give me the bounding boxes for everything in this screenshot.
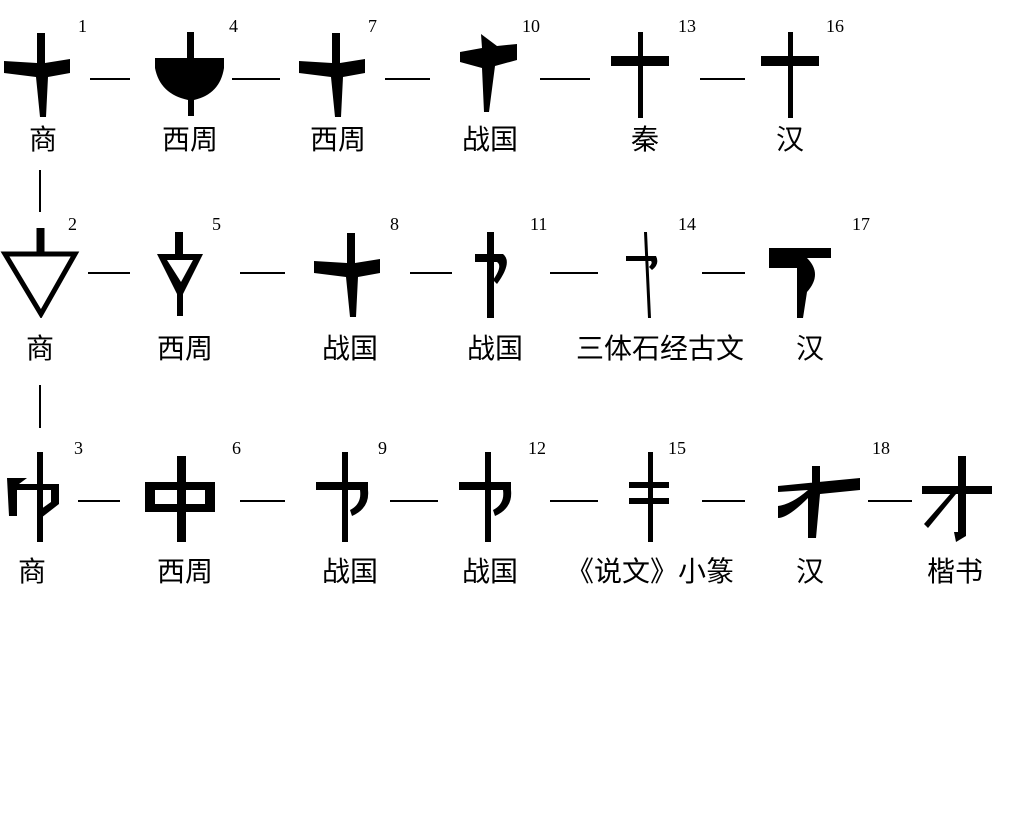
- glyph-number: 13: [678, 16, 696, 36]
- glyph-cross-spread-icon: [4, 33, 70, 117]
- glyph-seal-icon: [459, 452, 512, 542]
- glyph-cup-icon: [155, 32, 224, 116]
- glyph-hook-thin-icon: [626, 232, 658, 318]
- period-label: 三体石经古文: [575, 332, 745, 365]
- glyph-number: 8: [390, 214, 399, 234]
- period-label: 商: [28, 123, 58, 156]
- glyph-cross-slant-icon: [460, 34, 517, 112]
- period-label: 汉: [795, 555, 825, 588]
- period-label: 楷书: [926, 555, 984, 588]
- glyph-seal-icon: [316, 452, 369, 542]
- glyph-number: 6: [232, 438, 241, 458]
- period-label: 战国: [461, 555, 519, 588]
- glyph-number: 2: [68, 214, 77, 234]
- glyph-number: 12: [528, 438, 546, 458]
- glyph-number: 11: [530, 214, 548, 234]
- glyph-number: 7: [368, 16, 377, 36]
- glyph-cross-spread-icon: [314, 233, 380, 317]
- glyph-box-icon: [145, 456, 215, 542]
- period-label: 西周: [309, 123, 367, 156]
- glyph-cross-thin-icon: [611, 32, 669, 118]
- glyph-number: 10: [522, 16, 540, 36]
- period-label: 秦: [630, 123, 660, 156]
- period-label: 商: [25, 332, 55, 365]
- period-label: 战国: [321, 332, 379, 365]
- glyph-cross-thin-icon: [761, 32, 819, 118]
- period-label: 西周: [156, 555, 214, 588]
- glyph-number: 14: [678, 214, 696, 234]
- connector-dash: [410, 272, 452, 274]
- glyph-number: 5: [212, 214, 221, 234]
- glyph-number: 17: [852, 214, 870, 234]
- glyph-number: 16: [826, 16, 844, 36]
- period-label: 汉: [795, 332, 825, 365]
- connector-dash: [88, 272, 130, 274]
- connector-dash: [702, 500, 745, 502]
- glyph-number: 18: [872, 438, 890, 458]
- period-label: 商: [17, 555, 47, 588]
- period-label: 战国: [321, 555, 379, 588]
- glyph-number: 1: [78, 16, 87, 36]
- connector-dash: [550, 272, 598, 274]
- glyph-hook-fill-icon: [769, 248, 831, 318]
- connector-dash: [78, 500, 120, 502]
- vertical-connector: [39, 170, 41, 212]
- glyph-triangle-small-icon: [157, 232, 203, 316]
- period-label: 西周: [156, 332, 214, 365]
- glyph-number: 15: [668, 438, 686, 458]
- connector-dash: [232, 78, 280, 80]
- connector-dash: [540, 78, 590, 80]
- glyph-number: 3: [74, 438, 83, 458]
- glyph-number: 4: [229, 16, 238, 36]
- connector-dash: [90, 78, 130, 80]
- vertical-connector: [39, 385, 41, 428]
- period-label: 《说文》小篆: [565, 555, 735, 588]
- connector-dash: [240, 272, 285, 274]
- glyph-triangle-outline-icon: [0, 228, 80, 318]
- connector-dash: [240, 500, 285, 502]
- period-label: 西周: [161, 123, 219, 156]
- glyph-hook-icon: [475, 232, 507, 318]
- glyph-seal-thin-icon: [629, 452, 669, 542]
- connector-dash: [700, 78, 745, 80]
- connector-dash: [385, 78, 430, 80]
- glyph-box-hook-icon: [7, 452, 59, 542]
- connector-dash: [868, 500, 912, 502]
- connector-dash: [550, 500, 598, 502]
- glyph-cross-spread-icon: [299, 33, 365, 117]
- connector-dash: [390, 500, 438, 502]
- connector-dash: [702, 272, 745, 274]
- period-label: 战国: [461, 123, 519, 156]
- glyph-kaishu-icon: [922, 456, 992, 542]
- glyph-number: 9: [378, 438, 387, 458]
- period-label: 战国: [466, 332, 524, 365]
- period-label: 汉: [775, 123, 805, 156]
- glyph-clerical-icon: [778, 466, 860, 538]
